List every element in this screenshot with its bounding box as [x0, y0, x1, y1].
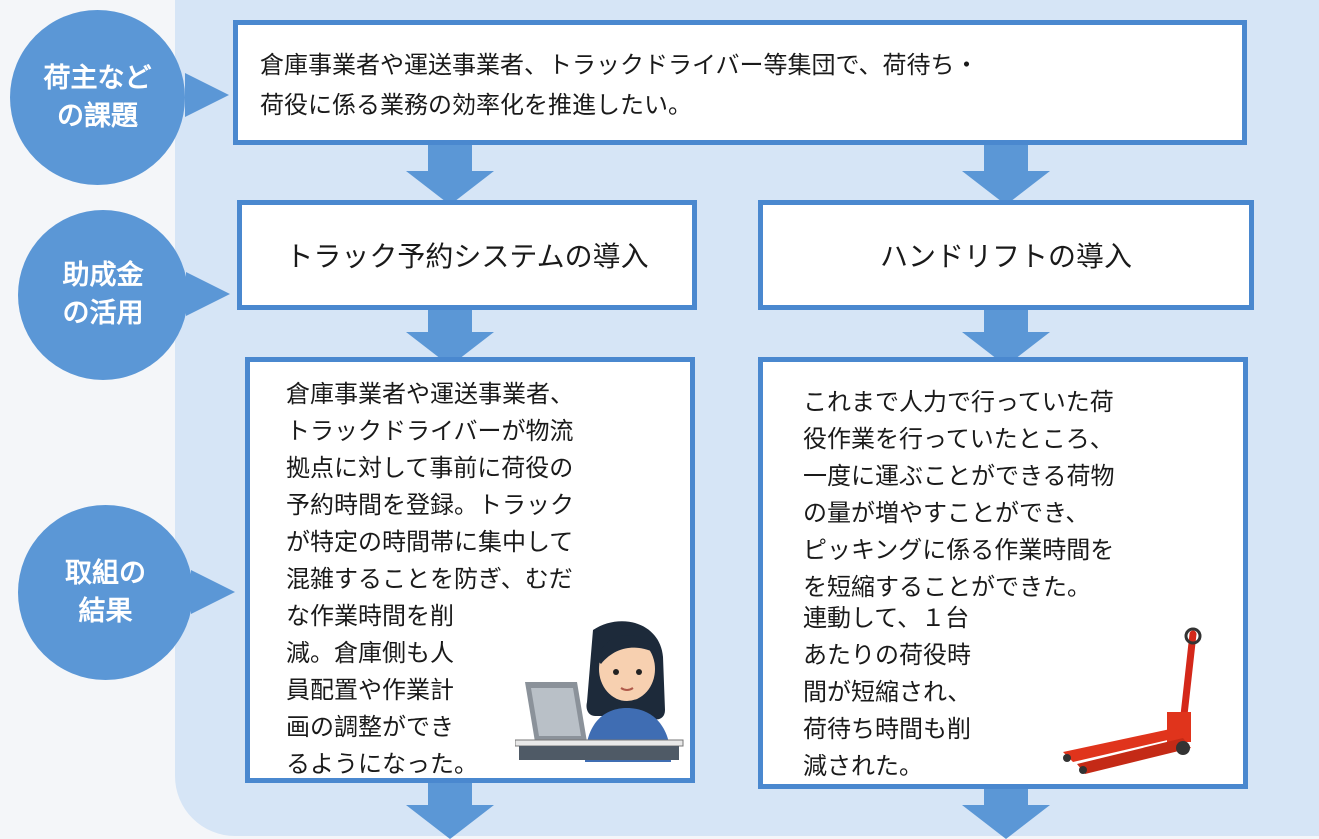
result-text-right-main: これまで人力で行っていた荷 役作業を行っていたところ、 一度に運ぶことができる荷… [803, 388, 1115, 601]
arrow-stem [428, 310, 472, 332]
down-arrow [406, 171, 494, 205]
subsidy-pointer [186, 272, 230, 316]
result-pointer [191, 570, 235, 614]
result-label-circle: 取組の 結果 [18, 505, 193, 680]
issue-label: 荷主など の課題 [43, 62, 152, 132]
arrow-stem [428, 145, 472, 171]
arrow-stem [984, 310, 1028, 332]
result-text-left-main: 倉庫事業者や運送事業者、 トラックドライバーが物流 拠点に対して事前に荷役の 予… [286, 380, 574, 593]
measure-box-truck-reservation: トラック予約システムの導入 [237, 200, 697, 310]
down-arrow [962, 805, 1050, 839]
issue-box: 倉庫事業者や運送事業者、トラックドライバー等集団で、荷待ち・ 荷役に係る業務の効… [233, 20, 1247, 145]
result-box-right: これまで人力で行っていた荷 役作業を行っていたところ、 一度に運ぶことができる荷… [758, 357, 1248, 789]
result-text-left-tail: な作業時間を削 減。倉庫側も人 員配置や作業計 画の調整ができ るようになった。 [286, 602, 478, 778]
hand-pallet-truck-icon [1063, 627, 1202, 774]
result-text-right-tail: 連動して、１台 あたりの荷役時 間が短縮され、 荷待ち時間も削 減された。 [803, 604, 972, 780]
person-at-laptop-icon [515, 621, 684, 762]
arrow-stem [984, 145, 1028, 171]
issue-text: 倉庫事業者や運送事業者、トラックドライバー等集団で、荷待ち・ 荷役に係る業務の効… [260, 51, 979, 119]
measure-label-left: トラック予約システムの導入 [285, 240, 649, 273]
arrow-stem [984, 789, 1028, 805]
result-box-left: 倉庫事業者や運送事業者、 トラックドライバーが物流 拠点に対して事前に荷役の 予… [245, 357, 695, 783]
measure-label-right: ハンドリフトの導入 [879, 240, 1132, 273]
issue-pointer [185, 73, 229, 117]
measure-box-handlift: ハンドリフトの導入 [758, 200, 1254, 310]
result-label: 取組の 結果 [65, 557, 146, 627]
subsidy-label-circle: 助成金 の活用 [18, 210, 188, 380]
down-arrow [406, 805, 494, 839]
down-arrow [962, 171, 1050, 205]
subsidy-label: 助成金 の活用 [62, 260, 144, 329]
arrow-stem [428, 783, 472, 805]
issue-label-circle: 荷主など の課題 [10, 10, 185, 185]
